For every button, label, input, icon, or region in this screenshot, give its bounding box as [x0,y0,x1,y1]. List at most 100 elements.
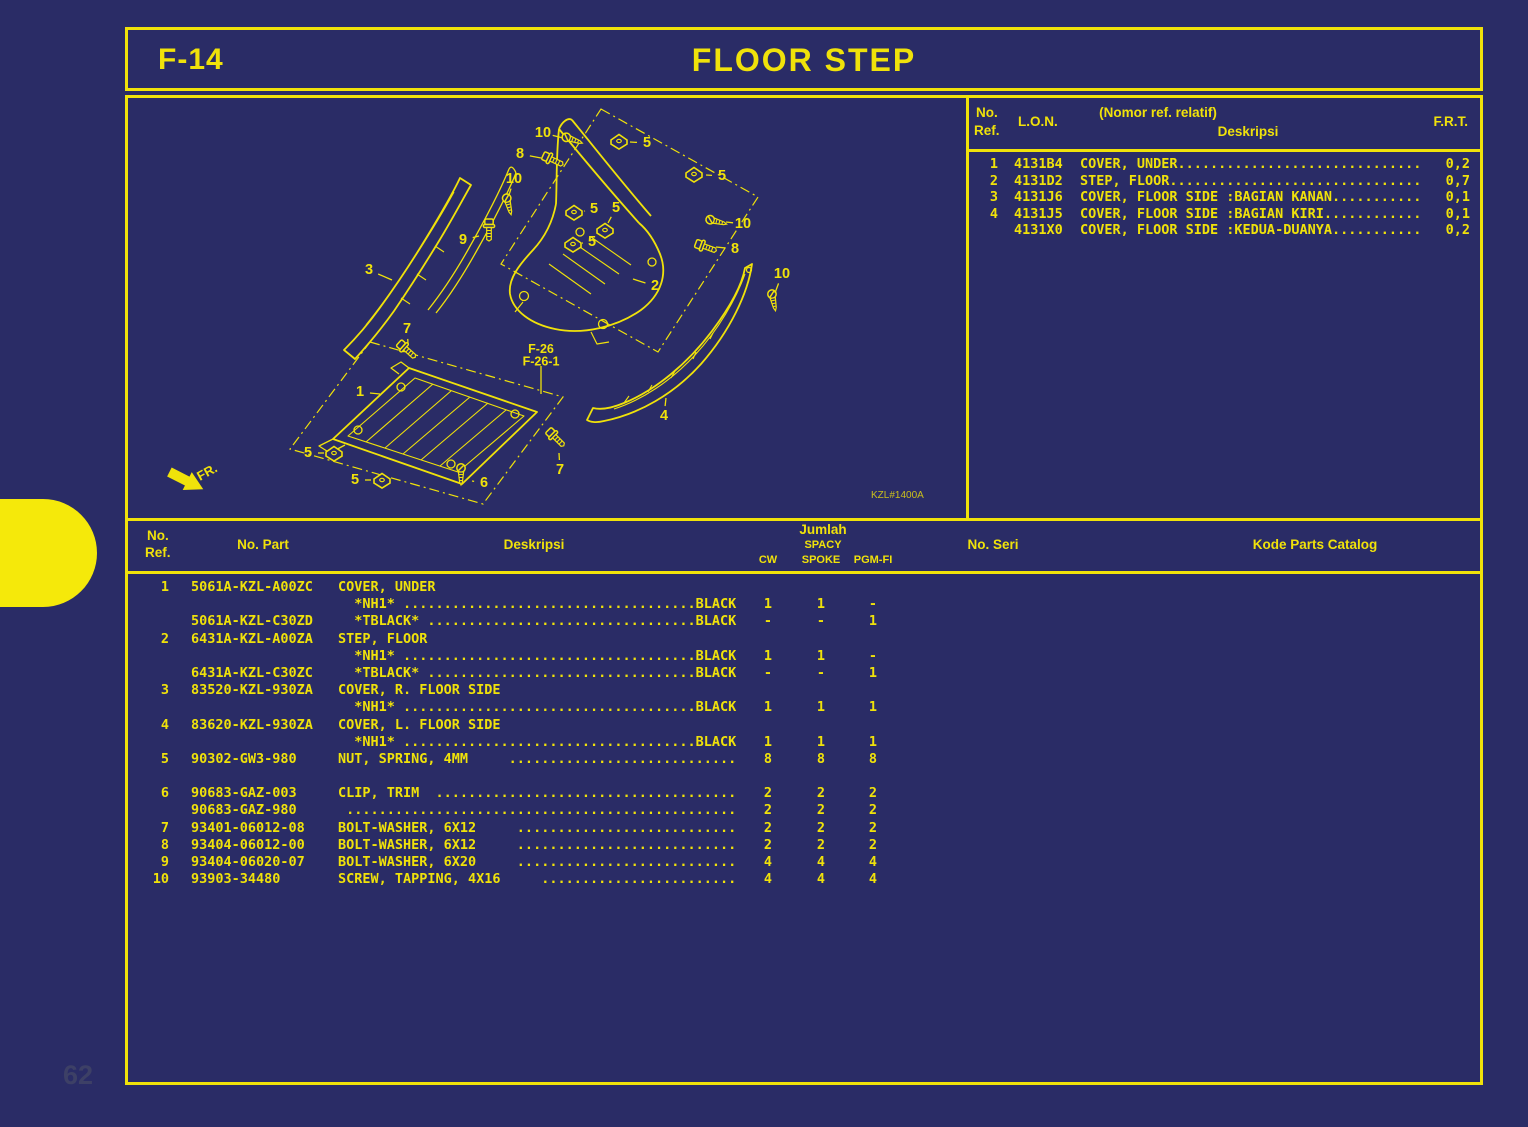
callout-number: 5 [304,445,312,461]
part-ref: 4 [160,716,169,733]
part-floor-side-cover-right [586,263,753,423]
part-number: 93404-06012-00 [191,836,305,853]
callout-number: 7 [556,462,564,478]
screw-icon [766,288,781,313]
parts-table-row: *NH1* ..................................… [128,596,1480,613]
ptable-header-pgm-fi: PGM-FI [853,554,893,566]
subref-label: F-26-1 [523,355,560,369]
part-desc: *NH1* ..................................… [338,647,737,664]
callout-number: 6 [480,475,488,491]
parts-table-row: 90683-GAZ-980 ..........................… [128,802,1480,819]
qty-spoke: 4 [816,871,826,888]
qty-cw: 2 [763,785,773,802]
callout-number: 5 [612,200,620,216]
callout-number: 3 [365,262,373,278]
callout-number: 8 [731,241,739,257]
part-number: 90683-GAZ-003 [191,785,297,802]
ptable-header-kode: Kode Parts Catalog [1252,537,1378,552]
front-direction-label: FR. [194,460,220,483]
ptable-header-spacy: SPACY [804,539,842,551]
qty-pgm-fi: 4 [868,854,878,870]
part-desc: STEP, FLOOR [338,630,428,647]
qty-spoke: 2 [816,836,826,853]
parts-table-row: *NH1* ..................................… [128,734,1480,751]
parts-table-row [128,768,1480,785]
boundary-box-step [500,108,759,353]
ref-desc: COVER, FLOOR SIDE :BAGIAN KANAN.........… [1080,189,1422,206]
ptable-header-jumlah: Jumlah [799,522,847,537]
ref-no: 1 [989,156,998,172]
ref-desc: COVER, UNDER............................… [1080,156,1422,172]
part-desc: COVER, UNDER [338,579,436,595]
part-desc: BOLT-WASHER, 6X12 ......................… [338,819,737,836]
part-desc: ........................................… [338,802,737,819]
page-number: 62 [63,1060,94,1090]
callout-leader [472,235,480,239]
qty-pgm-fi: 2 [868,785,878,802]
qty-pgm-fi: 1 [868,699,878,716]
part-ref: 5 [160,750,169,767]
qty-spoke: - [816,664,826,681]
callout-number: 10 [735,216,751,232]
ref-no: 2 [989,172,998,189]
ref-lon: 4131J6 [1014,189,1063,206]
part-desc: SCREW, TAPPING, 4X16 ...................… [338,871,737,888]
callout-number: 1 [356,384,364,400]
callout-leader [774,283,780,294]
part-ref: 9 [160,854,169,870]
ptable-header-no-part: No. Part [237,537,289,552]
ref-desc: COVER, FLOOR SIDE :BAGIAN KIRI..........… [1080,205,1422,222]
nut-icon [564,236,582,253]
callout-number: 8 [516,146,524,162]
qty-pgm-fi: 1 [868,733,878,750]
page-thumb-tab [0,499,97,607]
callout-leader [664,397,667,407]
callout-number: 5 [351,472,359,488]
callout-number: 5 [590,201,598,217]
part-ref: 7 [160,819,169,836]
part-number: 93903-34480 [191,871,281,888]
qty-pgm-fi: 1 [868,664,878,681]
divider-vertical [966,98,969,520]
callout-number: 2 [651,278,659,294]
parts-table-row: *NH1* ..................................… [128,699,1480,716]
reftable-header-nomor: (Nomor ref. relatif) [1099,105,1217,120]
part-number: 5061A-KZL-A00ZC [191,579,313,595]
boundary-boxes [288,108,759,505]
callout-leader [725,221,734,224]
qty-cw: 2 [763,819,773,836]
part-desc: COVER, L. FLOOR SIDE [338,716,501,733]
parts-table-row: 6431A-KZL-C30ZC *TBLACK* ...............… [128,665,1480,682]
qty-spoke: 4 [816,854,826,870]
ref-no: 3 [989,189,998,206]
part-number: 5061A-KZL-C30ZD [191,613,313,630]
part-step-side-rail [427,166,517,314]
part-number: 83620-KZL-930ZA [191,716,313,733]
qty-cw: 1 [763,699,773,716]
callout-leader [377,273,393,281]
qty-spoke: - [816,613,826,630]
reftable-header-lon: L.O.N. [1018,114,1058,129]
bolt-icon [543,425,569,451]
reftable-header-ref: Ref. [974,123,1000,138]
part-desc: *NH1* ..................................… [338,699,737,716]
part-desc: *NH1* ..................................… [338,596,737,613]
reference-table-row: 3 4131J6 COVER, FLOOR SIDE :BAGIAN KANAN..… [128,189,1480,206]
ptable-header-spoke: SPOKE [801,554,841,566]
subref-label: F-26 [528,342,554,356]
qty-cw: 1 [763,596,773,613]
qty-spoke: 2 [816,785,826,802]
callout-number: 5 [588,234,596,250]
exploded-diagram: 1085105955510821037145567F-26F-26-1FR.KZ… [167,108,924,505]
qty-cw: 2 [763,836,773,853]
ptable-header-no-seri: No. Seri [967,537,1019,552]
divider-table-header [128,571,1480,574]
